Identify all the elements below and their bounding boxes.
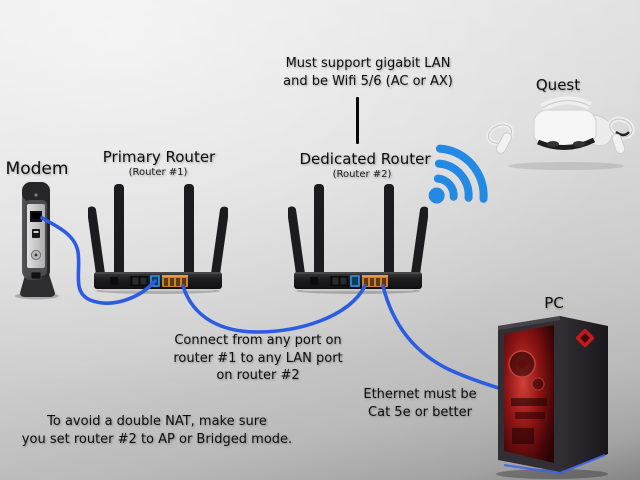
dedicated-router-sublabel: (Router #2) [332, 169, 392, 180]
quest-facial-interface [537, 137, 596, 150]
router-lan-ports [362, 275, 388, 287]
dedicated-router-device [288, 184, 428, 294]
pc-label: PC [544, 294, 564, 312]
primary-router-label: Primary Router [102, 148, 216, 166]
quest-right-controller [607, 116, 635, 154]
router-lan-ports [162, 275, 188, 287]
primary-router-sublabel: (Router #1) [128, 167, 188, 178]
modem-label: Modem [5, 159, 69, 179]
router-antennas [288, 184, 428, 277]
wifi-signal-icon [428, 144, 488, 204]
pc-device [496, 316, 608, 479]
pc-omen-logo [575, 328, 595, 348]
modem-power-port [30, 271, 42, 280]
quest-headset [486, 96, 635, 170]
cable-router1-to-router2 [181, 284, 367, 334]
quest-left-controller [486, 122, 514, 154]
callout-pointer-line [356, 97, 359, 144]
primary-router-device [88, 184, 228, 294]
modem-device [15, 182, 59, 300]
router-buttons [330, 276, 348, 286]
double-nat-note: To avoid a double NAT, make sure you set… [21, 414, 293, 447]
cable-modem-to-router1 [40, 216, 157, 305]
modem-led [34, 193, 38, 197]
dedicated-router-label: Dedicated Router [299, 150, 431, 168]
ethernet-note: Ethernet must be Cat 5e or better [363, 387, 477, 420]
pc-underglow [503, 453, 606, 475]
cable-router2-to-pc [381, 284, 507, 392]
quest-label: Quest [535, 76, 581, 94]
quest-hmd [533, 96, 614, 150]
router-antennas [88, 184, 228, 277]
connection-note: Connect from any port on router #1 to an… [173, 333, 343, 383]
router-buttons [130, 276, 148, 286]
router-requirements-note: Must support gigabit LAN and be Wifi 5/6… [283, 56, 453, 89]
